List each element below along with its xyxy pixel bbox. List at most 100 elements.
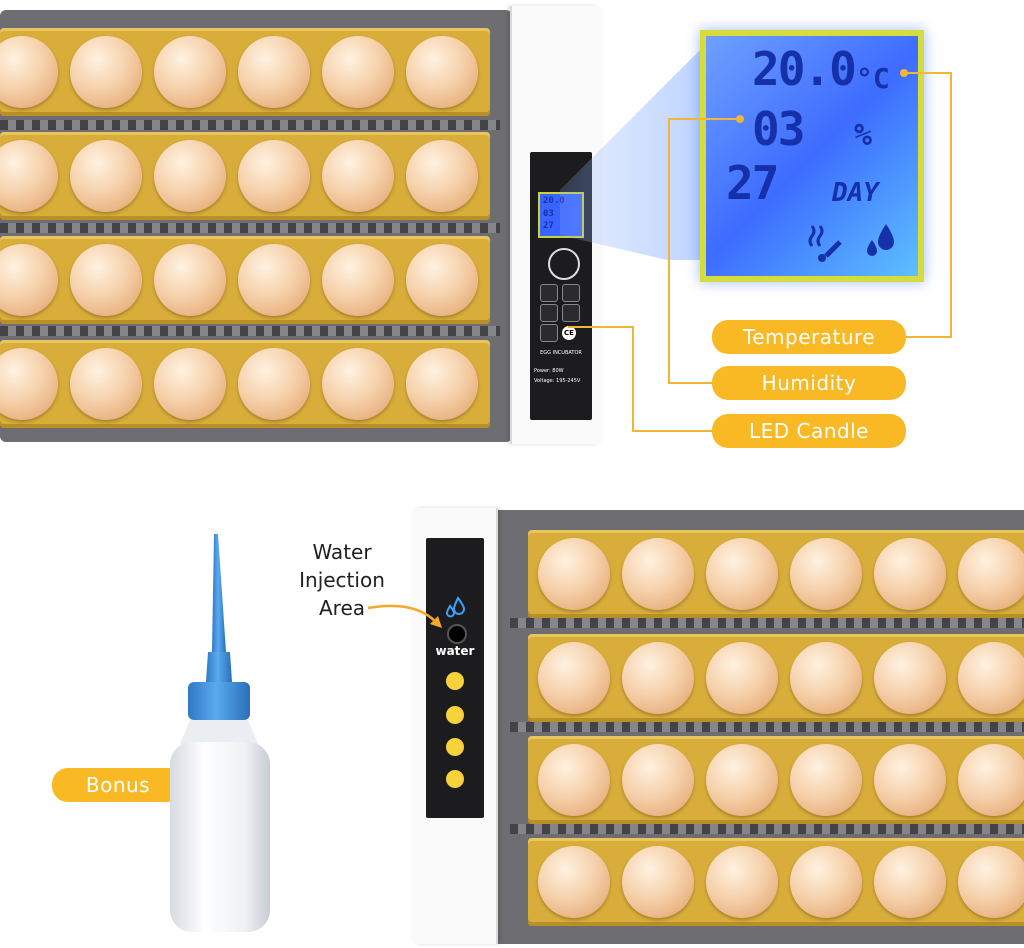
egg [622,846,694,918]
chick-icon [446,706,464,724]
up-button[interactable] [540,304,558,322]
egg [538,538,610,610]
egg [322,244,394,316]
egg [790,744,862,816]
humidity-line-h-bottom [668,382,712,384]
lcd-display: 20.0 °C 03 % 27 DAY [700,30,924,282]
brand-text: EGG INCUBATOR [540,350,582,356]
led-candle-button[interactable] [540,324,558,342]
egg [238,140,310,212]
heater-button[interactable] [540,284,558,302]
water-injection-hole[interactable] [447,624,467,644]
egg [958,744,1024,816]
egg [70,36,142,108]
egg-tray [528,838,1024,926]
temperature-label: Temperature [712,320,906,354]
settings-button[interactable] [562,284,580,302]
egg [790,642,862,714]
water-label: water [435,644,475,658]
led-line-v [632,326,634,430]
egg [406,348,478,420]
humidity-label: Humidity [712,366,906,400]
egg [0,244,58,316]
temperature-line-h-bottom [906,336,952,338]
egg [406,244,478,316]
egg [406,36,478,108]
egg [706,846,778,918]
down-button[interactable] [562,304,580,322]
egg-tray [0,132,490,220]
voltage-text: Voltage: 195-245V [534,378,581,384]
top-incubator [0,10,512,442]
egg-tray [528,634,1024,722]
lcd-temperature-unit: °C [856,62,890,95]
egg-tray [0,340,490,428]
bonus-label: Bonus [52,768,184,802]
egg [874,846,946,918]
egg [154,36,226,108]
water-injection-line-1: Water [312,540,372,564]
egg [238,348,310,420]
temperature-line-v [950,72,952,338]
egg [406,140,478,212]
egg-tray [528,736,1024,824]
egg [622,642,694,714]
lcd-humidity: 03 [752,102,805,156]
bottom-incubator [490,510,1024,944]
egg-tray [528,530,1024,618]
lcd-day: 27 [726,156,779,210]
mini-lcd-humidity: 03 [543,209,554,219]
lcd-day-unit: DAY [832,178,879,208]
water-panel: water [426,538,484,818]
chick-icon [446,672,464,690]
egg [154,140,226,212]
mini-lcd-temp: 20.0 [543,196,565,206]
lcd-zoom-beam [560,40,710,260]
egg [958,538,1024,610]
led-candle-label: LED Candle [712,414,906,448]
connector-dot [736,115,744,123]
egg [874,538,946,610]
egg [622,538,694,610]
egg [958,642,1024,714]
egg [322,348,394,420]
control-wheel[interactable] [548,248,580,280]
egg [322,140,394,212]
egg [154,348,226,420]
egg [70,244,142,316]
ce-mark-icon: CE [562,326,576,340]
lcd-temperature: 20.0 [752,42,857,96]
water-bottle [170,534,270,932]
egg [706,538,778,610]
humidity-line-v [668,118,670,384]
egg [70,348,142,420]
egg [70,140,142,212]
mini-lcd-day: 27 [543,221,554,231]
egg-tray [0,28,490,116]
water-drop-icon [445,596,466,618]
chick-icon [446,738,464,756]
connector-dot [900,69,908,77]
water-injection-line-2: Injection [299,568,385,592]
egg [154,244,226,316]
humidity-drop-icon [867,224,894,256]
egg [706,642,778,714]
water-injection-arrow [367,604,442,628]
water-injection-line-3: Area [318,596,366,620]
bottom-control-panel: water [412,508,498,944]
egg [0,140,58,212]
lcd-humidity-unit: % [854,118,873,153]
egg [790,846,862,918]
egg [238,244,310,316]
egg [238,36,310,108]
egg [322,36,394,108]
egg [790,538,862,610]
egg-tray [0,236,490,324]
humidity-line-h-top [668,118,740,120]
egg [0,36,58,108]
egg [538,744,610,816]
egg [622,744,694,816]
egg [958,846,1024,918]
egg [874,744,946,816]
led-line-h-top [568,326,634,328]
